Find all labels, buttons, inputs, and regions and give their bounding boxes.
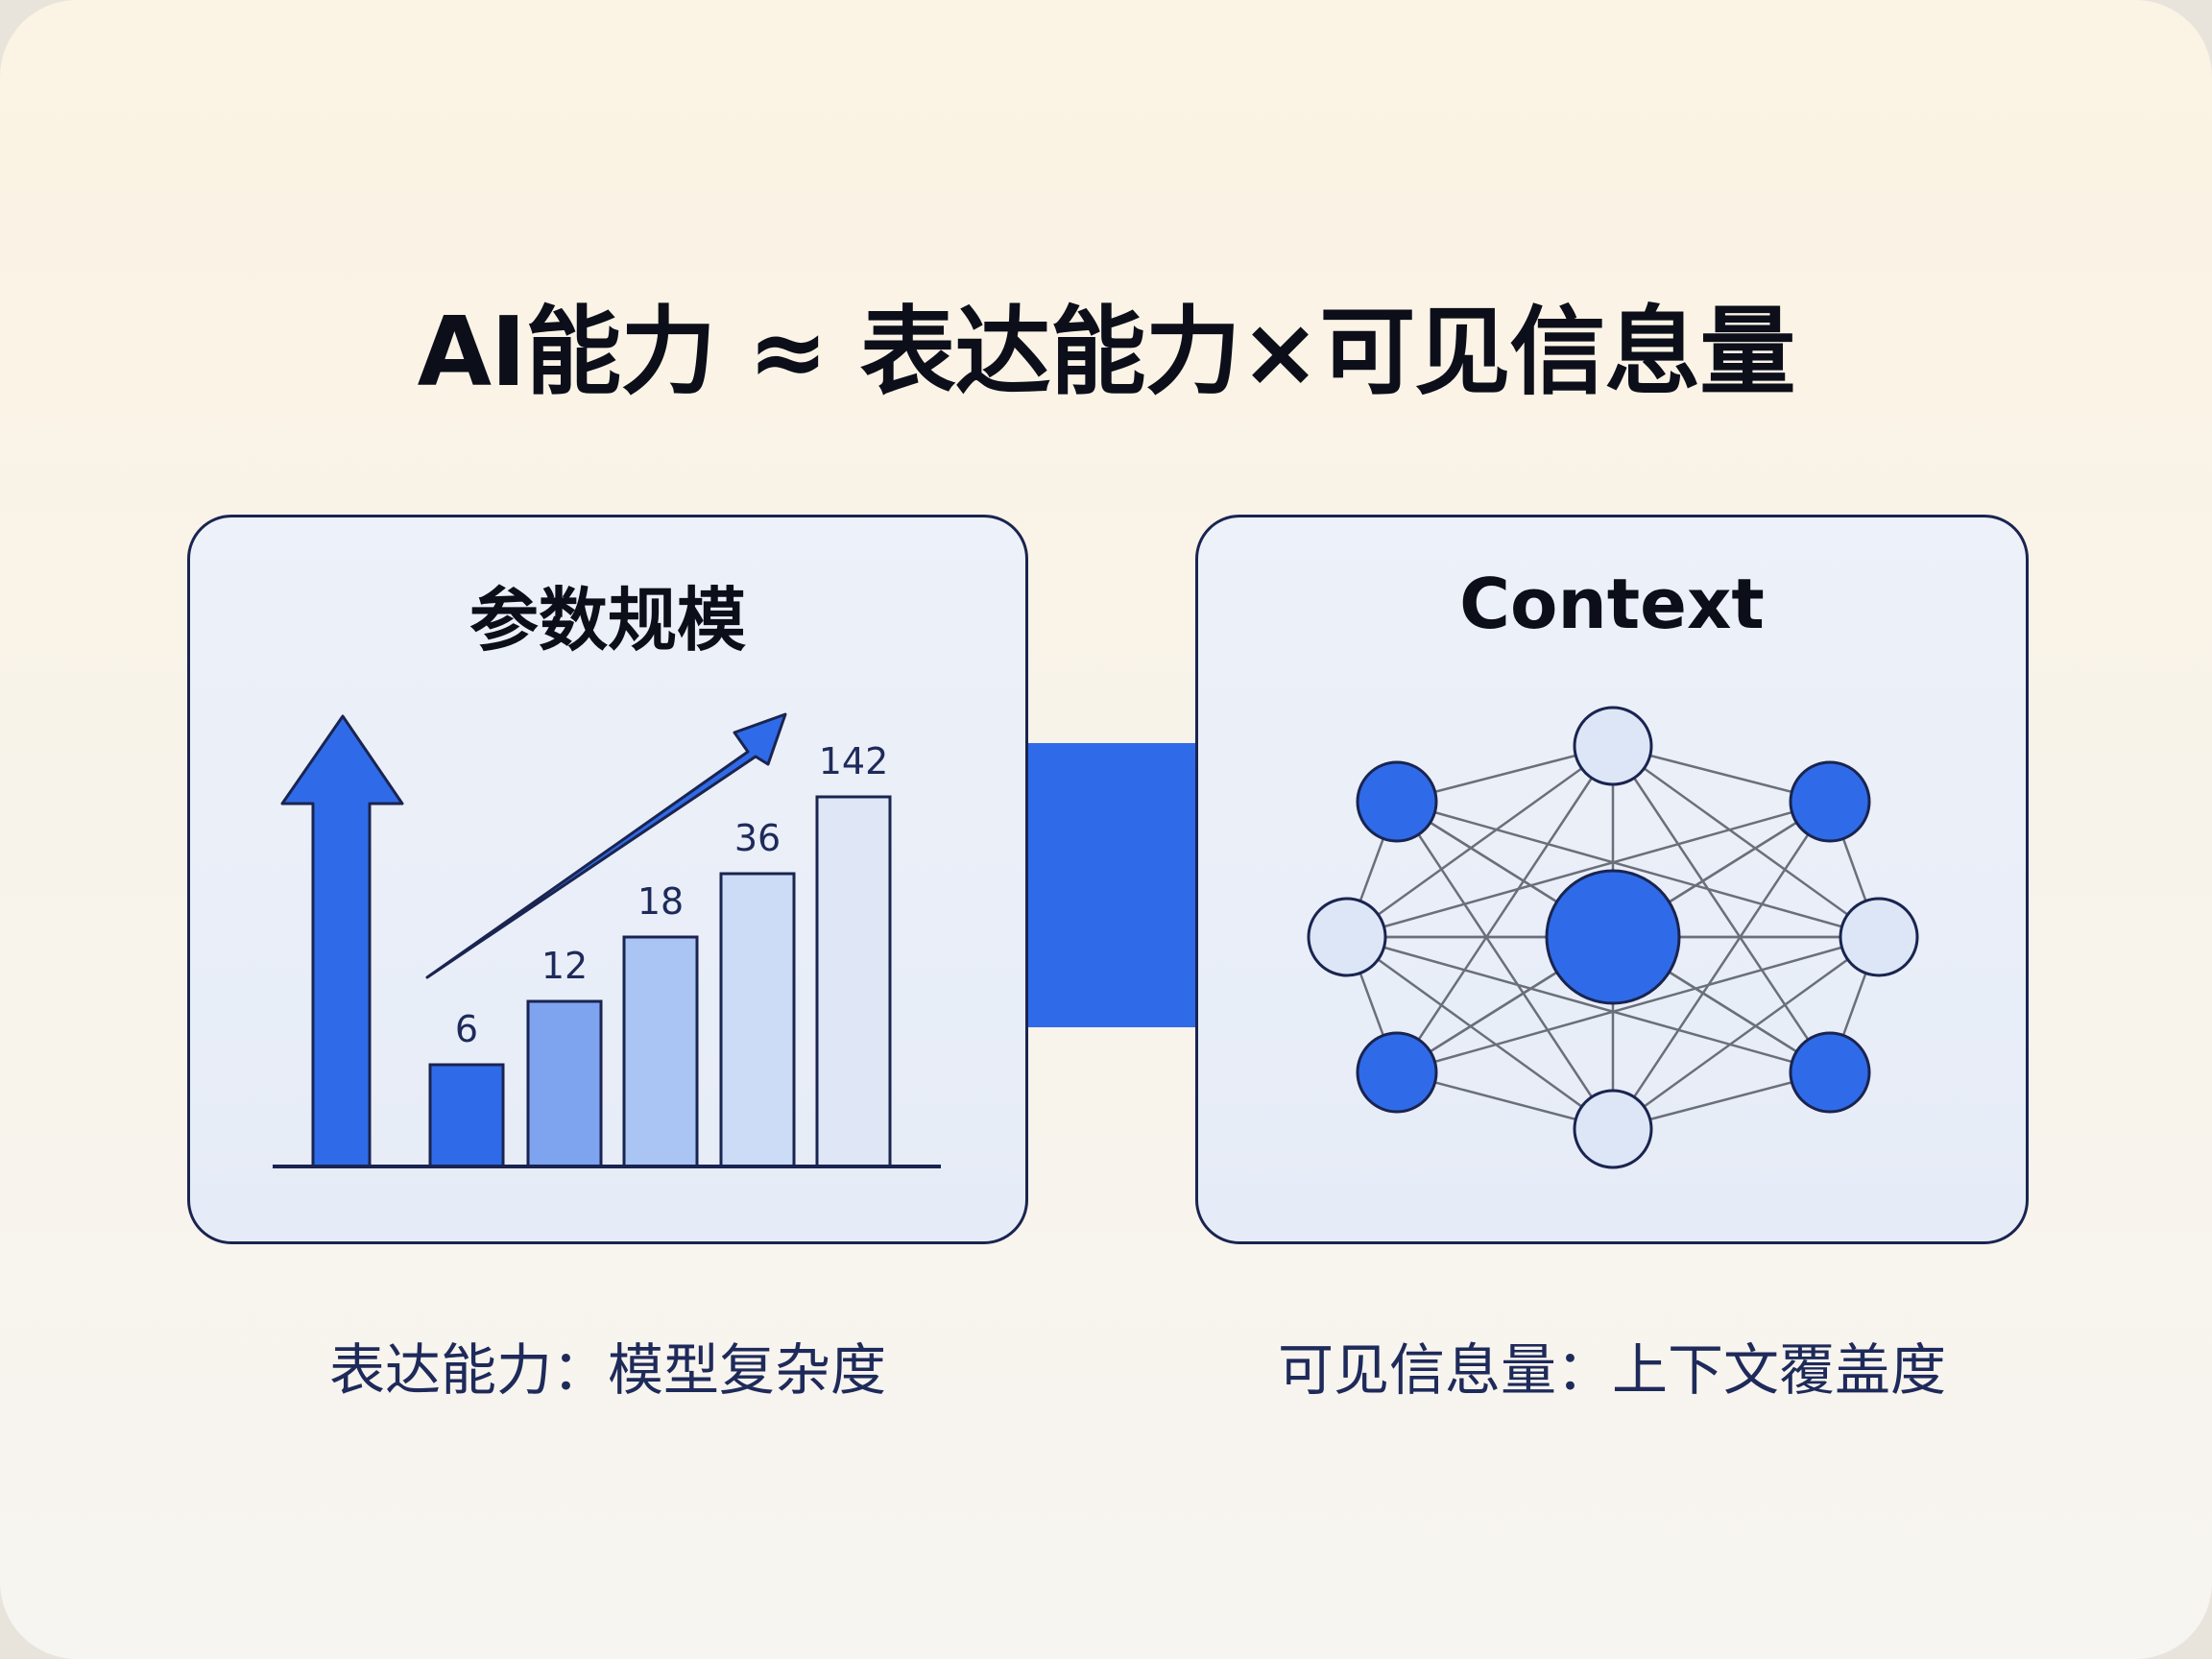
left-caption: 表达能力：模型复杂度 [328, 1337, 886, 1403]
trend-arrow-icon [425, 712, 787, 979]
network-edge [1395, 801, 1615, 1130]
network-edge [1346, 935, 1831, 1074]
bar [815, 795, 892, 1168]
bar-label: 36 [734, 817, 781, 859]
bar-label: 6 [455, 1008, 478, 1050]
bar-label: 142 [819, 740, 889, 782]
network-node [1545, 869, 1681, 1005]
network-edge [1396, 800, 1880, 939]
network-node [1356, 1031, 1438, 1114]
network-edge [1612, 744, 1880, 939]
page-title: AI能力 ≈ 表达能力×可见信息量 [417, 296, 1796, 408]
bar [526, 999, 603, 1168]
network-node [1307, 897, 1387, 977]
panel-title: Context [1459, 564, 1765, 644]
bar-label: 12 [541, 945, 588, 987]
network-node [1573, 1089, 1653, 1169]
network-edge [1346, 800, 1831, 939]
network-node [1839, 897, 1919, 977]
up-arrow-icon [280, 714, 404, 1168]
bar [622, 935, 699, 1168]
bar [719, 872, 796, 1168]
network-edge [1611, 801, 1832, 1130]
network-edge [1395, 745, 1615, 1073]
connector-bar [1028, 743, 1195, 1027]
network-edge [1346, 744, 1614, 939]
network-node [1789, 760, 1871, 843]
network-edge [1612, 935, 1880, 1131]
network-edge [1611, 745, 1832, 1073]
network-edge [1396, 935, 1880, 1074]
right-caption: 可见信息量：上下文覆盖度 [1277, 1337, 1946, 1403]
network-node [1356, 760, 1438, 843]
bar-label: 18 [637, 880, 684, 923]
network-node [1789, 1031, 1871, 1114]
panel-title: 参数规模 [469, 580, 746, 661]
network-edge [1346, 935, 1614, 1131]
network-node [1573, 706, 1653, 786]
bar [428, 1063, 505, 1168]
